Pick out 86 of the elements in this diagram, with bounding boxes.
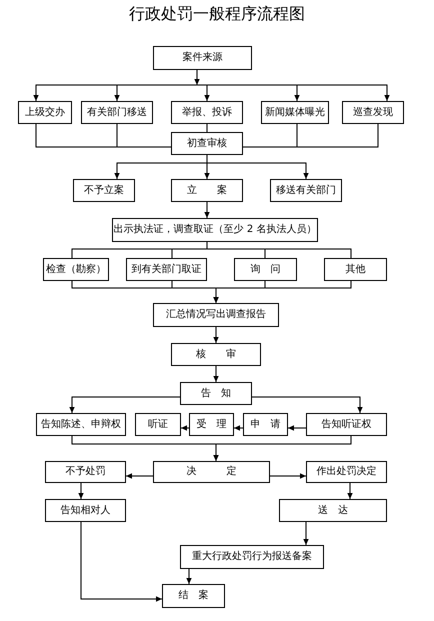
arrow xyxy=(213,366,219,382)
process-box xyxy=(126,258,207,281)
process-box xyxy=(171,343,261,366)
process-box xyxy=(162,584,225,608)
box-label: 其他 xyxy=(346,264,366,276)
box-label: 有关部门移送 xyxy=(87,106,147,118)
box-label: 到有关部门取证 xyxy=(132,264,202,276)
process-box xyxy=(153,46,252,70)
process-box xyxy=(73,179,135,202)
box-label: 不予处罚 xyxy=(66,466,106,478)
arrow xyxy=(204,202,210,218)
box-label: 移送有关部门 xyxy=(276,184,336,196)
box-label: 重大行政处罚行为报送备案 xyxy=(192,551,312,563)
process-box xyxy=(171,132,243,155)
arrow xyxy=(180,425,190,431)
process-box xyxy=(153,461,270,483)
process-box xyxy=(135,413,181,436)
arrow xyxy=(126,473,154,479)
process-box xyxy=(171,101,243,124)
process-box xyxy=(270,179,342,202)
box-label: 上级交办 xyxy=(25,106,65,118)
arrow xyxy=(194,70,200,86)
process-box xyxy=(261,101,329,124)
process-box xyxy=(180,545,324,569)
box-label: 汇总情况写出调查报告 xyxy=(166,309,266,321)
arrow xyxy=(69,396,180,414)
process-box xyxy=(324,258,387,281)
box-label: 巡查发现 xyxy=(353,106,393,118)
arrow xyxy=(234,425,244,431)
process-box xyxy=(342,101,404,124)
box-label: 告知陈述、申辩权 xyxy=(41,418,121,430)
box-label: 送 达 xyxy=(318,504,348,516)
process-box xyxy=(279,499,387,522)
arrow xyxy=(213,280,352,304)
box-label: 立 案 xyxy=(187,184,227,196)
box-label: 举报、投诉 xyxy=(182,106,232,118)
process-box xyxy=(180,382,252,405)
arrow xyxy=(186,568,192,584)
process-box xyxy=(45,461,126,483)
process-box xyxy=(81,101,153,124)
arrow xyxy=(347,482,353,500)
box-label: 核 审 xyxy=(196,348,236,360)
process-box xyxy=(153,303,279,327)
box-label: 结 案 xyxy=(178,590,208,602)
box-label: 初查审核 xyxy=(187,138,227,150)
arrow xyxy=(78,482,84,500)
arrow xyxy=(288,425,306,431)
arrow xyxy=(252,396,363,414)
connector-line xyxy=(116,124,172,148)
arrow xyxy=(270,473,306,479)
arrow xyxy=(206,154,309,180)
box-label: 决 定 xyxy=(186,466,236,478)
connector-line xyxy=(242,124,378,148)
arrow xyxy=(213,326,219,344)
arrow xyxy=(80,522,162,602)
box-label: 告 知 xyxy=(201,388,231,400)
process-box xyxy=(18,101,72,124)
process-box xyxy=(306,461,387,483)
box-label: 新闻媒体曝光 xyxy=(265,106,325,118)
process-box xyxy=(36,413,126,436)
process-box xyxy=(43,258,109,281)
box-label: 出示执法证，调查取证（至少 2 名执法人员） xyxy=(114,224,316,236)
process-box xyxy=(189,413,234,436)
process-box xyxy=(306,413,387,436)
box-label: 检查（勘察） xyxy=(46,264,106,276)
process-box xyxy=(234,258,297,281)
arrow xyxy=(196,84,390,102)
box-label: 案件来源 xyxy=(182,52,222,64)
process-box xyxy=(45,499,126,522)
process-box xyxy=(112,218,318,242)
connector-line xyxy=(206,124,208,132)
box-label: 询 问 xyxy=(250,264,280,276)
box-label: 作出处罚决定 xyxy=(316,466,376,478)
box-label: 告知相对人 xyxy=(60,504,110,516)
process-box xyxy=(171,179,243,202)
process-box xyxy=(243,413,288,436)
box-label: 申 请 xyxy=(250,418,280,430)
title: 行政处罚一般程序流程图 xyxy=(129,4,305,24)
box-label: 告知听证权 xyxy=(322,418,372,430)
box-label: 受 理 xyxy=(196,418,226,430)
arrow xyxy=(114,84,198,102)
arrow xyxy=(213,436,352,462)
connector-line xyxy=(206,242,352,258)
box-label: 听证 xyxy=(148,418,168,430)
arrow xyxy=(303,522,309,546)
box-label: 不予立案 xyxy=(84,184,124,196)
